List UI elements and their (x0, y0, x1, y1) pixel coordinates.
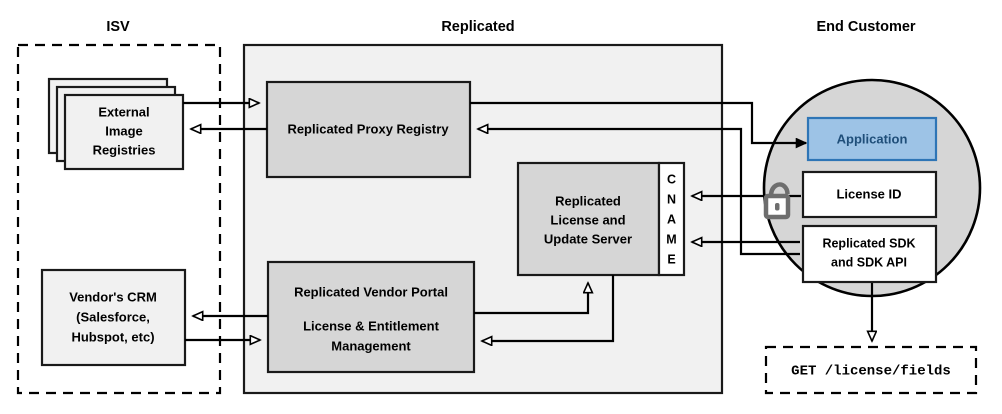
application-label: Application (837, 131, 908, 146)
cname-letter-n: N (667, 192, 676, 206)
edge-vendor-portal-to-license-server (474, 283, 588, 315)
cname-letter-c: C (667, 172, 676, 186)
api-call-box (764, 345, 978, 395)
zone-title-isv: ISV (106, 19, 130, 35)
unlock-padlock-icon (763, 182, 791, 220)
vendor-portal-label-2: License & Entitlement (303, 318, 439, 333)
replicated-sdk-label-1: Replicated SDK (822, 236, 915, 250)
replicated-proxy-registry-label: Replicated Proxy Registry (287, 121, 449, 136)
external-image-registries-label-2: Image (105, 123, 143, 138)
vendor-portal-label-1: Replicated Vendor Portal (294, 284, 448, 299)
external-image-registries-label-3: Registries (93, 142, 156, 157)
isv-zone-boundary (16, 43, 222, 395)
external-image-registries-label-1: External (98, 104, 149, 119)
license-server-label-2: License and (550, 212, 625, 227)
vendors-crm-label-3: Hubspot, etc) (71, 329, 154, 344)
zone-title-replicated: Replicated (441, 19, 514, 35)
edge-sdk-to-proxy (478, 129, 800, 256)
vendors-crm[interactable] (40, 268, 187, 367)
application[interactable] (806, 116, 938, 162)
cname-letter-m: M (666, 232, 676, 246)
api-call-text: GET /license/fields (791, 364, 951, 380)
license-server-label-1: Replicated (555, 193, 621, 208)
vendors-crm-label-1: Vendor's CRM (69, 289, 157, 304)
vendors-crm-label-2: (Salesforce, (76, 309, 150, 324)
external-image-registries[interactable] (63, 93, 185, 171)
replicated-proxy-registry[interactable] (265, 80, 472, 179)
vendor-portal-label-3: Management (331, 338, 411, 353)
replicated-sdk-label-2: and SDK API (831, 255, 907, 269)
replicated-sdk[interactable] (801, 224, 938, 284)
edge-license-server-to-vendor-portal (482, 275, 615, 341)
license-id[interactable] (801, 170, 938, 219)
cname-strip[interactable] (657, 161, 686, 277)
license-server-label-3: Update Server (544, 231, 632, 246)
replicated-vendor-portal[interactable] (266, 260, 476, 374)
license-id-label: License ID (836, 186, 901, 201)
edge-proxy-to-application (470, 101, 806, 143)
zone-title-end-customer: End Customer (816, 19, 915, 35)
cname-letter-a: A (667, 212, 676, 226)
cname-letter-e: E (667, 252, 675, 266)
